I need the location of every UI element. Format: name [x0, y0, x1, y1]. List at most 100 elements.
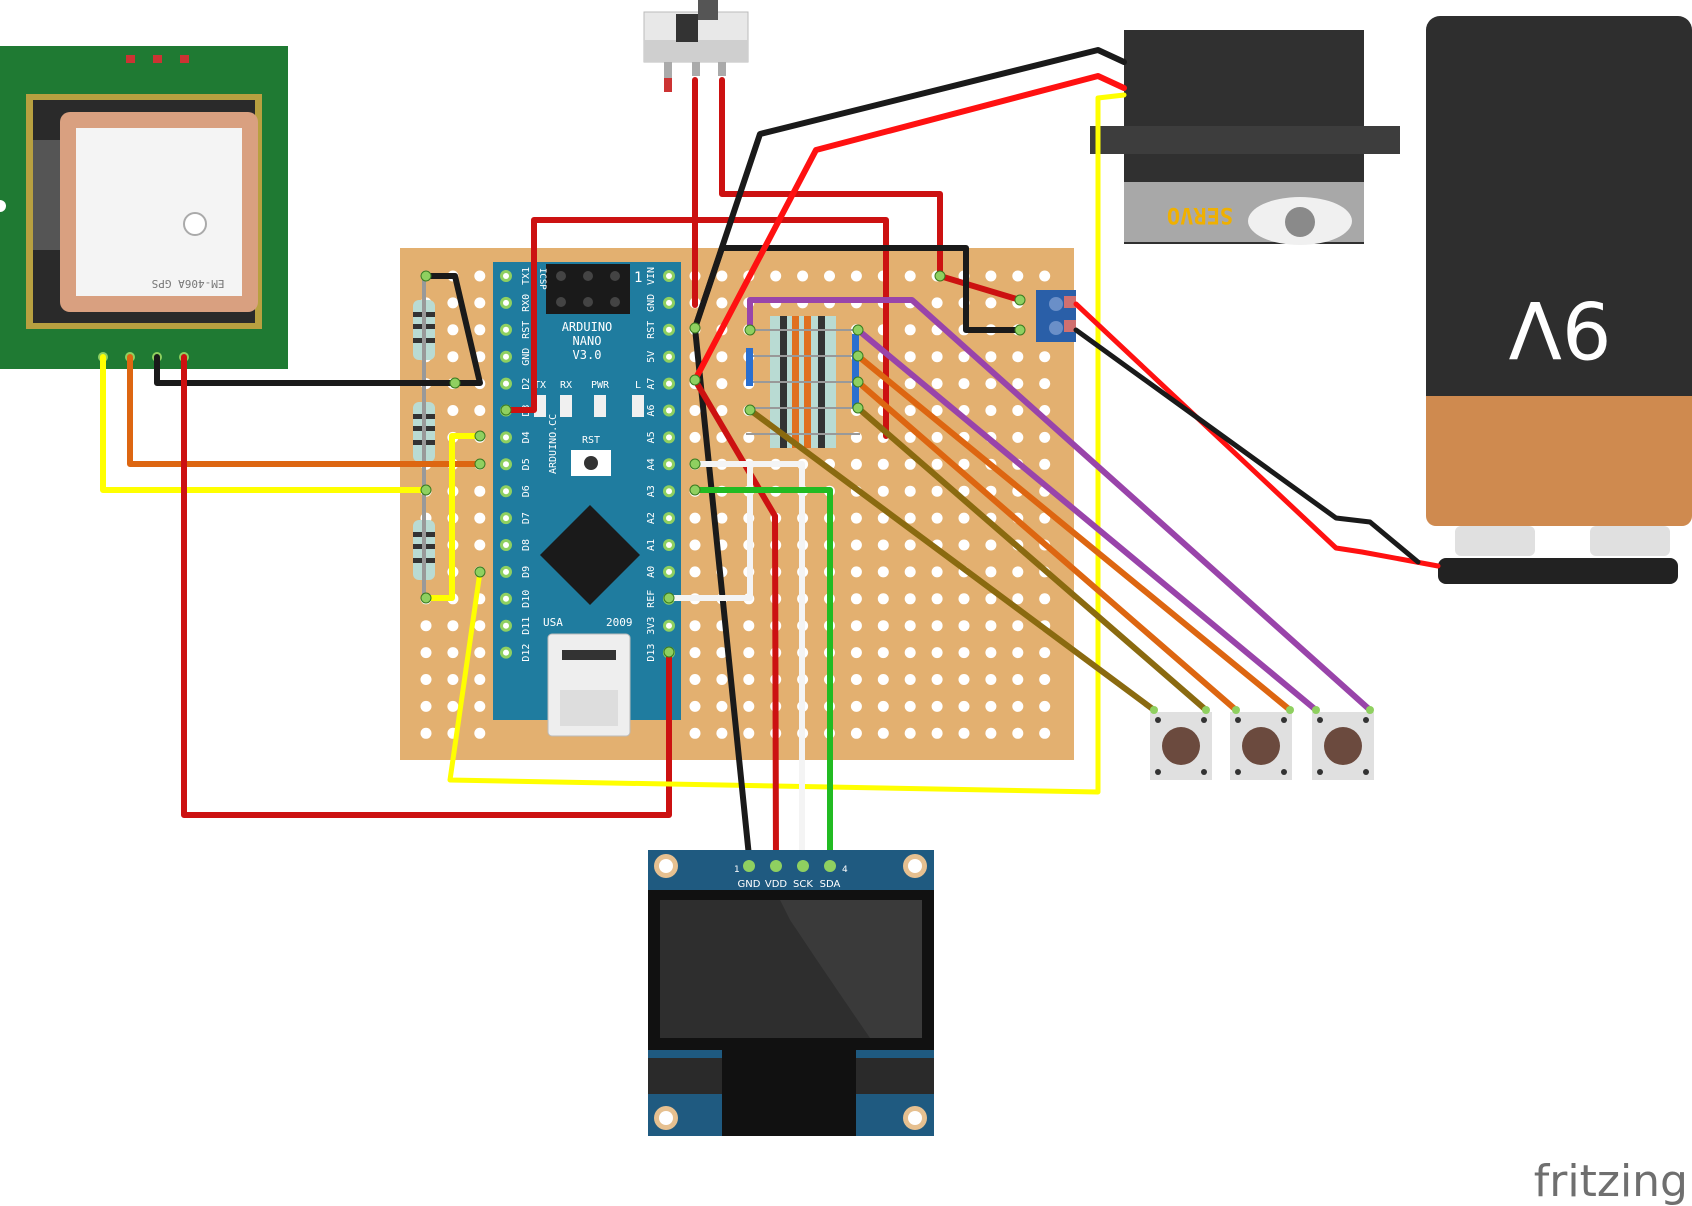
board-hole [420, 700, 432, 712]
push-button-1[interactable] [1150, 712, 1212, 780]
nano-pin-label-left: D5 [521, 458, 532, 470]
wire-end-markers [420, 270, 1026, 658]
nano-pin-label-right: RST [646, 321, 657, 339]
wire-end [689, 484, 701, 496]
board-hole [850, 512, 862, 524]
board-hole [1012, 270, 1024, 282]
nano-pin-label-right: 5V [646, 351, 657, 363]
wire-oled-vdd-red [692, 377, 779, 869]
nano-pin-label-right: 3V3 [646, 617, 657, 635]
push-button-2[interactable] [1230, 712, 1292, 780]
board-hole [931, 727, 943, 739]
board-hole [904, 431, 916, 443]
nano-pin-left-hole [503, 568, 509, 575]
wire-gps-black [154, 273, 483, 386]
nano-pin-label-left: GND [521, 348, 532, 366]
board-hole [904, 270, 916, 282]
gps-label: EM-406A GPS [152, 277, 225, 290]
board-hole [985, 566, 997, 578]
wire-servo-red [692, 73, 1127, 383]
nano-led-label: RX [560, 380, 572, 391]
nano-led [560, 395, 572, 417]
wire-end [1014, 324, 1026, 336]
board-hole [904, 593, 916, 605]
nano-pin-label-left: D10 [521, 590, 532, 608]
board-hole [1012, 593, 1024, 605]
nano-pin-label-right: A7 [646, 378, 657, 390]
nano-pin-label-right: REF [646, 590, 657, 608]
board-hole [850, 647, 862, 659]
board-hole [904, 566, 916, 578]
nano-pin-holes [500, 270, 675, 659]
wire-nano-red-top [503, 217, 889, 439]
board-hole [447, 297, 459, 309]
board-hole [1012, 700, 1024, 712]
board-hole [850, 593, 862, 605]
nano-pin-left-hole [503, 380, 509, 387]
board-hole [447, 324, 459, 336]
wire-servo-black [692, 47, 1127, 331]
wire-button-purple-2 [855, 327, 1319, 713]
wire-button-orange-1 [855, 353, 1293, 713]
board-hole [904, 700, 916, 712]
board-hole [420, 727, 432, 739]
gps-module: EM-406A GPS [0, 46, 288, 369]
board-hole [474, 700, 486, 712]
nano-pin-left-hole [503, 649, 509, 656]
nano-pin-right-hole [666, 299, 672, 306]
board-hole [474, 485, 486, 497]
board-hole [931, 512, 943, 524]
oled-pin-label: GND [738, 879, 761, 890]
nano-usa: USA [543, 616, 563, 629]
board-hole [985, 620, 997, 632]
board-hole [1039, 270, 1051, 282]
board-hole [985, 270, 997, 282]
nano-pin-left-hole [503, 595, 509, 602]
board-hole [985, 727, 997, 739]
board-hole [931, 674, 943, 685]
push-buttons [1150, 706, 1374, 780]
board-hole [931, 485, 943, 497]
wire-end [449, 377, 461, 389]
board-hole [420, 620, 432, 632]
board-hole [1012, 405, 1024, 416]
nano-icsp-num: 1 [634, 270, 642, 286]
board-hole [931, 351, 943, 363]
wire-button-olive-2 [747, 407, 1157, 713]
nano-pin-label-right: D13 [646, 644, 657, 662]
wire-end [744, 324, 756, 336]
wire-button-olive-1 [855, 405, 1209, 713]
board-hole [904, 647, 916, 659]
board-hole [850, 674, 862, 685]
board-hole [877, 700, 889, 712]
board-hole [1012, 431, 1024, 443]
servo-motor: SERVO [1090, 30, 1400, 245]
board-hole [1039, 674, 1051, 685]
nano-title-1: ARDUINO [562, 320, 613, 334]
board-hole [985, 674, 997, 685]
board-hole [931, 700, 943, 712]
board-hole [1012, 647, 1024, 659]
board-hole [958, 458, 970, 470]
push-button-3[interactable] [1312, 712, 1374, 780]
board-hole [904, 620, 916, 632]
oled-pin [797, 860, 809, 872]
wire-gps-yellow [100, 354, 429, 493]
wire-d3-yellow [423, 433, 483, 601]
nano-led-label: PWR [591, 380, 610, 391]
board-hole [716, 512, 728, 524]
oled-pin-first: 1 [734, 865, 740, 875]
board-hole [904, 458, 916, 470]
wire-gps-red [181, 354, 672, 818]
servo-label: SERVO [1167, 202, 1233, 227]
board-hole [1012, 620, 1024, 632]
board-hole [474, 727, 486, 739]
board-hole [931, 458, 943, 470]
nano-pin-label-left: D9 [521, 566, 532, 578]
board-hole [1039, 647, 1051, 659]
board-hole [931, 405, 943, 416]
nano-pin-right-hole [666, 488, 672, 495]
board-hole [877, 458, 889, 470]
board-hole [904, 674, 916, 685]
